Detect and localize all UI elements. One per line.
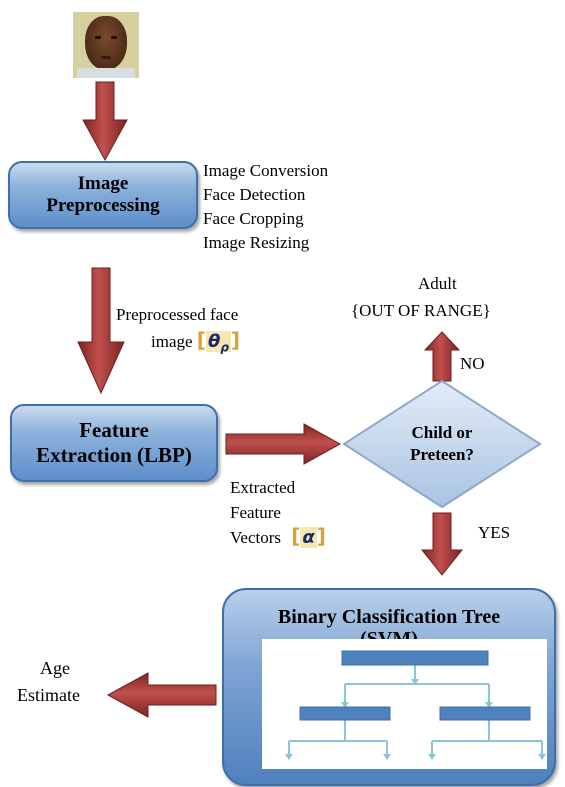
theta-subscript: ρ xyxy=(220,340,229,355)
classification-tree-title: Binary Classification Tree xyxy=(277,606,501,628)
extracted-label-text: Vectors xyxy=(230,528,281,547)
image-preprocessing-box: Image Preprocessing xyxy=(8,161,198,229)
classification-tree-box: Binary Classification Tree (SVM) xyxy=(222,588,556,786)
extracted-label-line1: Extracted xyxy=(230,478,296,497)
alpha-bracket-open-icon: [ xyxy=(291,524,301,548)
arrow-face-to-preprocessing xyxy=(82,81,128,162)
age-label: Age xyxy=(40,658,70,678)
extracted-label-line3: Vectors [α] xyxy=(230,526,326,548)
arrow-tree-to-age xyxy=(106,672,217,718)
arrow-decision-to-tree xyxy=(420,512,464,576)
tree-diagram-panel xyxy=(262,639,547,769)
yes-label: YES xyxy=(478,523,511,542)
alpha-symbol: α xyxy=(300,527,317,548)
extracted-label-line2: Feature xyxy=(230,503,281,522)
theta-bracket-close-icon: ] xyxy=(230,328,241,352)
face-photo xyxy=(73,12,139,78)
theta-bracket-open-icon: [ xyxy=(196,328,206,352)
preprocessed-label-line1: Preprocessed face xyxy=(116,305,239,324)
alpha-bracket-close-icon: ] xyxy=(316,524,326,548)
preprocessed-label-text: image xyxy=(151,332,193,351)
tree-diagram xyxy=(285,650,546,760)
classification-tree-subtitle: (SVM) xyxy=(360,628,418,639)
theta-symbol: θρ xyxy=(205,331,231,355)
out-of-range-label: {OUT OF RANGE} xyxy=(351,301,491,320)
feature-extraction-box: Feature Extraction (LBP) xyxy=(10,404,218,482)
preprocessed-label-line2: image [θρ] xyxy=(151,330,240,359)
tree-left-node xyxy=(299,706,391,721)
preprocessing-step-2: Face Detection xyxy=(203,185,306,204)
no-label: NO xyxy=(460,354,485,373)
preprocessing-step-3: Face Cropping xyxy=(203,209,304,228)
preprocessing-step-1: Image Conversion xyxy=(203,161,329,180)
arrow-preprocessing-to-extraction xyxy=(77,267,125,395)
tree-root-node xyxy=(341,650,489,666)
arrow-decision-to-adult xyxy=(423,331,461,382)
tree-right-node xyxy=(439,706,531,721)
preprocessing-step-4: Image Resizing xyxy=(203,233,310,252)
estimate-label: Estimate xyxy=(17,685,80,705)
arrow-extraction-to-decision xyxy=(225,423,342,465)
decision-text: Child or Preteen? xyxy=(410,423,474,464)
adult-label: Adult xyxy=(418,274,457,293)
decision-diamond xyxy=(342,379,542,509)
